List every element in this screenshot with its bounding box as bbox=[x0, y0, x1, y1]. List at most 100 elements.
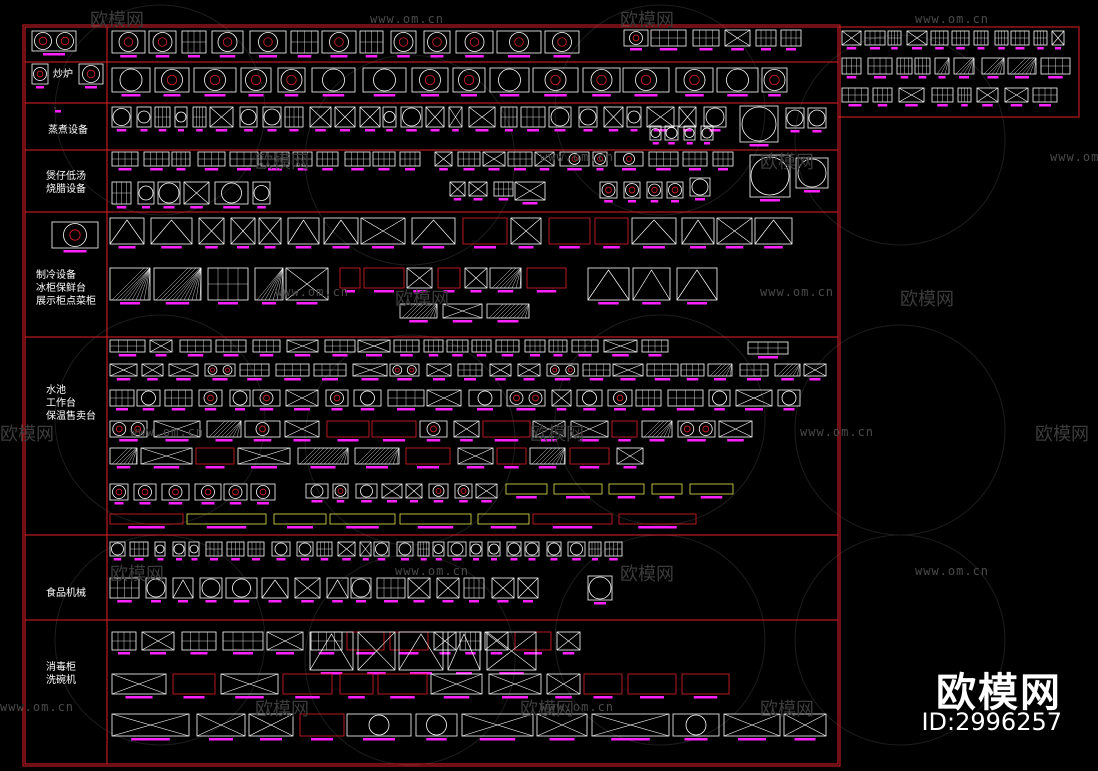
equipment-symbol bbox=[111, 673, 167, 699]
equipment-symbol bbox=[260, 151, 290, 171]
equipment-symbol bbox=[755, 29, 777, 51]
equipment-symbol bbox=[864, 30, 886, 50]
equipment-symbol bbox=[389, 363, 420, 381]
label-line: 保温售卖台 bbox=[46, 411, 96, 422]
equipment-symbol bbox=[196, 713, 246, 741]
equipment-symbol bbox=[532, 420, 566, 442]
equipment-symbol bbox=[677, 420, 716, 442]
equipment-symbol bbox=[951, 30, 970, 50]
equipment-symbol bbox=[415, 713, 458, 741]
watermark-brand: 欧模网 bbox=[90, 10, 144, 31]
equipment-symbol bbox=[469, 541, 483, 561]
equipment-symbol bbox=[436, 577, 460, 603]
equipment-symbol bbox=[109, 339, 146, 357]
equipment-symbol bbox=[672, 713, 720, 741]
equipment-symbol bbox=[206, 420, 242, 442]
equipment-symbol bbox=[174, 106, 188, 132]
equipment-symbol bbox=[252, 339, 281, 357]
equipment-symbol bbox=[1010, 30, 1030, 50]
category-label-refrig: 制冷设备 冰柜保鲜台 展示柜点菜柜 bbox=[36, 269, 96, 308]
equipment-symbol bbox=[486, 631, 537, 675]
equipment-symbol bbox=[785, 107, 805, 133]
equipment-symbol bbox=[1007, 57, 1037, 79]
equipment-symbol bbox=[442, 303, 483, 323]
equipment-symbol bbox=[493, 181, 514, 201]
equipment-symbol bbox=[111, 631, 137, 655]
equipment-symbol bbox=[777, 389, 801, 411]
equipment-symbol bbox=[571, 339, 599, 357]
equipment-symbol bbox=[468, 389, 502, 411]
equipment-symbol bbox=[399, 513, 472, 529]
equipment-symbol bbox=[309, 106, 332, 132]
equipment-symbol bbox=[282, 673, 333, 699]
equipment-symbol bbox=[296, 541, 314, 561]
equipment-symbol bbox=[559, 151, 590, 171]
equipment-symbol bbox=[667, 389, 704, 411]
equipment-symbol bbox=[723, 713, 781, 741]
equipment-symbol bbox=[109, 363, 138, 381]
label-line: 冰柜保鲜台 bbox=[36, 283, 86, 294]
outer-frame bbox=[24, 26, 839, 765]
equipment-symbol bbox=[54, 107, 62, 113]
equipment-symbol bbox=[433, 631, 457, 655]
equipment-symbol bbox=[774, 363, 801, 381]
equipment-symbol bbox=[957, 87, 972, 107]
equipment-symbol bbox=[614, 151, 644, 171]
equipment-symbol bbox=[931, 87, 954, 107]
equipment-symbol bbox=[209, 106, 234, 132]
equipment-symbol bbox=[807, 107, 827, 133]
equipment-symbol bbox=[249, 30, 287, 58]
equipment-symbol bbox=[604, 541, 623, 561]
equipment-symbol bbox=[111, 67, 151, 97]
equipment-symbol bbox=[482, 420, 531, 442]
equipment-symbol bbox=[678, 106, 697, 132]
equipment-symbol bbox=[417, 541, 430, 561]
equipment-symbol bbox=[607, 389, 633, 411]
equipment-symbol bbox=[981, 57, 1005, 79]
equipment-symbol bbox=[405, 447, 451, 469]
equipment-symbol bbox=[650, 29, 687, 51]
equipment-symbols bbox=[31, 29, 1071, 741]
equipment-symbol bbox=[215, 339, 247, 357]
equipment-symbol bbox=[284, 106, 304, 132]
equipment-symbol bbox=[350, 577, 372, 603]
equipment-symbol bbox=[735, 389, 773, 411]
equipment-symbol bbox=[419, 420, 448, 442]
watermark-brand: 欧模网 bbox=[530, 424, 584, 445]
equipment-symbol bbox=[406, 267, 433, 293]
equipment-symbol bbox=[214, 181, 249, 209]
equipment-symbol bbox=[423, 339, 444, 357]
equipment-symbol bbox=[454, 483, 473, 503]
equipment-symbol bbox=[608, 483, 645, 499]
equipment-symbol bbox=[240, 67, 272, 97]
equipment-symbol bbox=[223, 483, 248, 505]
equipment-symbol bbox=[154, 106, 171, 132]
equipment-symbol bbox=[486, 303, 530, 323]
equipment-symbol bbox=[506, 389, 546, 411]
equipment-symbol bbox=[500, 106, 518, 132]
watermark-site: www.om.cn bbox=[540, 150, 615, 164]
equipment-symbol bbox=[681, 217, 715, 249]
equipment-symbol bbox=[510, 217, 542, 249]
equipment-symbol bbox=[284, 420, 320, 442]
label-line: 食品机械 bbox=[46, 588, 86, 599]
equipment-symbol bbox=[635, 389, 662, 411]
watermark-brand: 欧模网 bbox=[395, 289, 449, 310]
equipment-symbol bbox=[587, 267, 630, 305]
category-label-steam: 蒸煮设备 bbox=[48, 124, 88, 137]
watermark-site: www.om.cn bbox=[915, 12, 990, 26]
equipment-symbol bbox=[534, 151, 555, 171]
equipment-symbol bbox=[524, 339, 546, 357]
equipment-symbol bbox=[252, 389, 281, 411]
equipment-symbol bbox=[220, 673, 279, 699]
watermark-circles bbox=[54, 4, 1006, 766]
watermark-circle bbox=[54, 4, 266, 216]
equipment-symbol bbox=[171, 151, 191, 171]
equipment-symbol bbox=[514, 181, 546, 205]
equipment-symbol bbox=[707, 363, 733, 381]
equipment-symbol bbox=[464, 267, 488, 293]
watermark-circle bbox=[554, 4, 766, 216]
equipment-symbol bbox=[339, 267, 361, 293]
equipment-symbol bbox=[290, 30, 319, 58]
watermark-circle bbox=[554, 314, 766, 526]
